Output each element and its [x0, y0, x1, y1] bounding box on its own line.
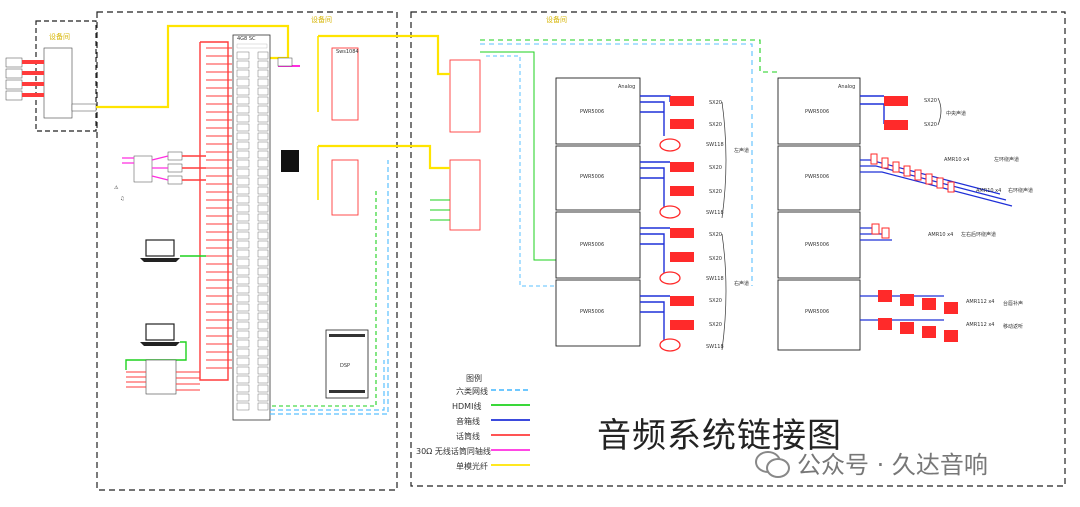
center-rack-label: 4G8 SC: [237, 36, 256, 42]
legend-label-fiber: 单模光纤: [456, 461, 488, 471]
legend-label-coax: 30Ω 无线话筒同轴线: [416, 446, 491, 456]
mic-lines: [199, 41, 232, 381]
svg-text:右环绕声道: 右环绕声道: [1008, 187, 1033, 194]
zone-center-box: [96, 11, 398, 491]
legend-label-speaker: 音箱线: [456, 416, 480, 426]
right-speaker-groups: SX20 SX20 中央声道 AMR10 x4 AMR10 x4 左环绕声道 右…: [860, 95, 1033, 342]
svg-text:SX20: SX20: [709, 165, 722, 171]
svg-text:PWR5006: PWR5006: [580, 109, 604, 115]
wechat-icon: [755, 449, 790, 478]
svg-text:PWR5006: PWR5006: [805, 174, 829, 180]
svg-text:SX20: SX20: [924, 122, 937, 128]
laptop-1-icon: [140, 239, 180, 262]
svg-text:SX20: SX20: [924, 98, 937, 104]
svg-text:SW118: SW118: [706, 276, 724, 282]
svg-text:Analog: Analog: [838, 84, 855, 90]
laptop-2-icon: [140, 323, 180, 346]
svg-text:SW118: SW118: [706, 142, 724, 148]
svg-text:中央声道: 中央声道: [946, 110, 966, 117]
svg-text:左声道: 左声道: [734, 147, 749, 154]
center-rack: 4G8 SC: [232, 34, 271, 421]
svg-text:右声道: 右声道: [734, 280, 749, 287]
svg-text:SX20: SX20: [709, 322, 722, 328]
mixer-box: [126, 359, 200, 395]
svg-text:PWR5006: PWR5006: [805, 242, 829, 248]
svg-text:AMR112 x4: AMR112 x4: [966, 299, 994, 305]
svg-text:左右后环绕声道: 左右后环绕声道: [961, 231, 996, 238]
dsp-label: DSP: [340, 363, 350, 369]
zone-center-label: 设备间: [311, 15, 332, 24]
left-speaker-groups: SX20 SX20 SW118 SX20 SX20 SW118 SX20 SX2…: [640, 95, 749, 352]
watermark-text: 公众号 · 久达音响: [797, 451, 988, 479]
svg-text:SW118: SW118: [706, 344, 724, 350]
amp-column-left: Analog PWR5006 PWR5006 PWR5006 PWR5006: [555, 77, 641, 347]
svg-text:AMR112 x4: AMR112 x4: [966, 322, 994, 328]
wireless-receivers: ⚠ ♫: [114, 151, 206, 202]
svg-text:移动返听: 移动返听: [1003, 323, 1023, 330]
svg-text:SX20: SX20: [709, 232, 722, 238]
zone-right-label: 设备间: [546, 15, 567, 24]
svg-text:AMR10 x4: AMR10 x4: [944, 157, 969, 163]
legend-label-hdmi: HDMI线: [452, 401, 481, 411]
svg-text:SX20: SX20: [709, 256, 722, 262]
diagram-title: 音频系统链接图: [597, 416, 842, 456]
switch-top-center: Sws1084: [331, 47, 359, 121]
svg-text:♫: ♫: [120, 196, 124, 202]
zone-right-box: [410, 11, 1066, 487]
svg-text:PWR5006: PWR5006: [580, 174, 604, 180]
svg-text:PWR5006: PWR5006: [805, 109, 829, 115]
svg-text:AMR10 x4: AMR10 x4: [976, 188, 1001, 194]
svg-text:PWR5006: PWR5006: [580, 309, 604, 315]
switch-bottom-right: [449, 159, 481, 231]
router-device: [281, 150, 299, 172]
svg-text:SW118: SW118: [706, 210, 724, 216]
svg-text:SX20: SX20: [709, 122, 722, 128]
zone-left-label: 设备间: [49, 32, 70, 41]
svg-text:SX20: SX20: [709, 189, 722, 195]
svg-text:SX20: SX20: [709, 298, 722, 304]
svg-text:⚠: ⚠: [114, 185, 119, 191]
legend-label-network: 六类网线: [456, 386, 488, 396]
svg-text:PWR5006: PWR5006: [580, 242, 604, 248]
watermark: 公众号 · 久达音响: [755, 445, 988, 480]
legend-label-mic: 话筒线: [456, 431, 480, 441]
dsp-box: DSP: [325, 329, 369, 399]
svg-text:台唇补声: 台唇补声: [1003, 300, 1023, 307]
svg-text:SX20: SX20: [709, 100, 722, 106]
svg-text:Analog: Analog: [618, 84, 635, 90]
switch-mid-center: [331, 159, 359, 216]
switch-top-right: [449, 59, 481, 133]
legend: 图例 六类网线 HDMI线 音箱线 话筒线 30Ω 无线话筒同轴线 单模光纤: [416, 373, 530, 471]
svg-text:PWR5006: PWR5006: [805, 309, 829, 315]
svg-text:左环绕声道: 左环绕声道: [994, 156, 1019, 163]
zone-left-box: [35, 20, 97, 132]
amp-column-right: Analog PWR5006 PWR5006 PWR5006 PWR5006: [777, 77, 861, 351]
svg-text:AMR10 x4: AMR10 x4: [928, 232, 953, 238]
svg-text:Sws1084: Sws1084: [336, 49, 359, 55]
left-patch-area: [5, 47, 97, 119]
legend-title: 图例: [466, 373, 482, 383]
